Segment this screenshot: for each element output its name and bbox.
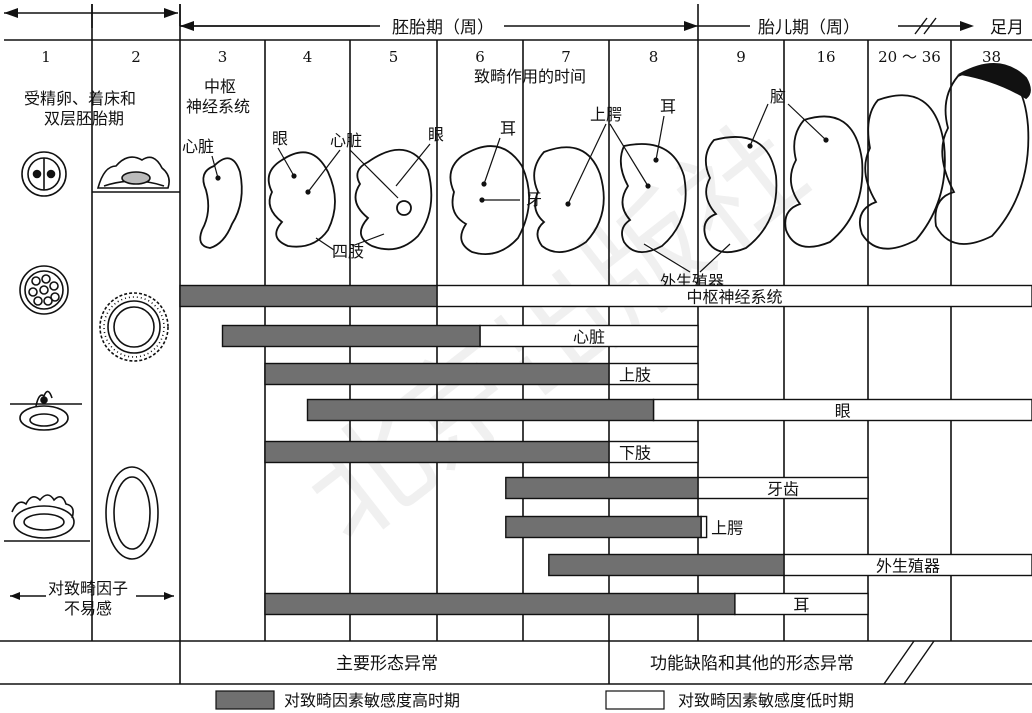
early-stage-title-line1: 受精卵、着床和 xyxy=(24,89,136,108)
ear-label-week8: 耳 xyxy=(660,97,676,116)
embryo-week6-icon xyxy=(449,145,531,256)
cns-label-line2: 神经系统 xyxy=(186,97,250,116)
legend-low-swatch xyxy=(605,690,665,710)
full-term-label: 足月 xyxy=(990,18,1024,38)
eye-label-week5: 眼 xyxy=(428,125,444,144)
high-sensitivity-segment xyxy=(548,553,785,577)
amniotic-sac-icon xyxy=(105,466,159,560)
sensitivity-bar: 中枢神经系统 xyxy=(179,284,1032,308)
sensitivity-bar: 外生殖器 xyxy=(548,553,1032,577)
implantation-site-icon xyxy=(92,156,180,193)
embryo-week7-icon xyxy=(533,146,605,253)
fetus-week38-icon xyxy=(934,68,1030,245)
week-number: 1 xyxy=(41,48,51,66)
week-number: 9 xyxy=(736,48,746,66)
brain-label: 脑 xyxy=(770,87,786,106)
sensitivity-bar: 牙齿 xyxy=(505,476,869,500)
limbs-label: 四肢 xyxy=(332,242,364,261)
bar-organ-label: 心脏 xyxy=(573,328,605,347)
morula-icon xyxy=(19,265,69,315)
high-sensitivity-segment xyxy=(505,515,702,539)
not-susceptible-line1: 对致畸因子 xyxy=(48,579,128,598)
legend: 对致畸因素敏感度高时期 对致畸因素敏感度低时期 xyxy=(215,690,854,710)
bar-organ-label: 下肢 xyxy=(619,444,651,463)
high-sensitivity-segment xyxy=(505,476,699,500)
high-sensitivity-segment xyxy=(221,324,481,348)
sensitivity-bar: 上肢 xyxy=(264,362,699,386)
week-number: 4 xyxy=(303,48,313,66)
week-number: 2 xyxy=(131,48,141,66)
legend-high-label: 对致畸因素敏感度高时期 xyxy=(284,691,460,710)
blastocyst-implanting-icon xyxy=(10,390,82,431)
label-leader-lines xyxy=(211,103,829,273)
bilaminar-disc-icon xyxy=(4,494,90,542)
high-sensitivity-segment xyxy=(264,592,736,616)
embryo-week3-icon xyxy=(199,157,243,249)
cns-label-line1: 中枢 xyxy=(204,77,236,96)
two-cell-zygote-icon xyxy=(21,151,67,197)
bar-organ-label: 外生殖器 xyxy=(876,557,940,576)
legend-low-label: 对致畸因素敏感度低时期 xyxy=(678,691,854,710)
week-number: 6 xyxy=(475,48,485,66)
major-anomalies-label: 主要形态异常 xyxy=(336,654,438,674)
low-sensitivity-segment xyxy=(700,515,708,539)
sensitivity-bar: 耳 xyxy=(264,592,869,616)
high-sensitivity-segment xyxy=(179,284,438,308)
embryo-week4-icon xyxy=(267,151,336,248)
eye-label-week4: 眼 xyxy=(272,129,288,148)
week-number: 8 xyxy=(649,48,659,66)
week-number: 7 xyxy=(561,48,571,66)
teeth-label: 牙 xyxy=(526,190,542,209)
sensitivity-bar: 心脏 xyxy=(221,324,699,348)
embryo-week8-icon xyxy=(619,143,687,253)
early-stage-title-line2: 双层胚胎期 xyxy=(44,109,124,128)
period-header: 胚胎期（周） 胎儿期（周） 足月 xyxy=(4,4,1032,41)
early-stage-labels: 受精卵、着床和 双层胚胎期 对致畸因子 不易感 xyxy=(10,89,174,618)
week-number: 38 xyxy=(982,48,1001,66)
fetus-week9-icon xyxy=(703,136,778,254)
palate-label: 上腭 xyxy=(590,105,622,124)
week-number: 16 xyxy=(816,48,835,66)
bar-organ-label: 眼 xyxy=(835,402,851,421)
bar-organ-label: 中枢神经系统 xyxy=(686,288,782,307)
ear-label-week6: 耳 xyxy=(500,119,516,138)
week-number: 3 xyxy=(218,48,228,66)
bar-organ-label: 上腭 xyxy=(711,519,743,538)
high-sensitivity-segment xyxy=(264,362,610,386)
high-sensitivity-segment xyxy=(306,398,655,422)
bar-organ-label: 牙齿 xyxy=(767,480,799,499)
zygote-illustrations xyxy=(4,151,180,560)
week-number: 5 xyxy=(389,48,399,66)
legend-high-swatch xyxy=(215,690,275,710)
implanted-embryo-icon xyxy=(99,292,169,362)
week-number: 20 ～ 36 xyxy=(878,48,941,66)
week-number-row: 1 2 3 4 5 6 7 8 9 16 20 ～ 36 38 xyxy=(41,48,1001,66)
heart-label-week3: 心脏 xyxy=(182,137,214,156)
fetus-week16-icon xyxy=(784,115,864,248)
functional-defects-label: 功能缺陷和其他的形态异常 xyxy=(650,654,854,674)
teratogen-time-label: 致畸作用的时间 xyxy=(474,67,586,86)
bar-organ-label: 耳 xyxy=(793,596,809,615)
embryo-period-label: 胚胎期（周） xyxy=(392,18,494,38)
fetal-period-label: 胎儿期（周） xyxy=(758,18,860,38)
footer-row: 主要形态异常 功能缺陷和其他的形态异常 xyxy=(0,640,1032,685)
sensitivity-bar: 下肢 xyxy=(264,440,699,464)
fetus-week20-36-icon xyxy=(858,94,946,250)
embryo-week5-icon xyxy=(354,148,433,251)
not-susceptible-line2: 不易感 xyxy=(64,599,112,618)
high-sensitivity-segment xyxy=(264,440,610,464)
sensitivity-bar: 眼 xyxy=(306,398,1032,422)
heart-label-week5: 心脏 xyxy=(330,131,362,150)
bar-organ-label: 上肢 xyxy=(619,366,651,385)
sensitivity-bar: 上腭 xyxy=(505,515,743,539)
embryo-illustrations xyxy=(199,63,1031,256)
